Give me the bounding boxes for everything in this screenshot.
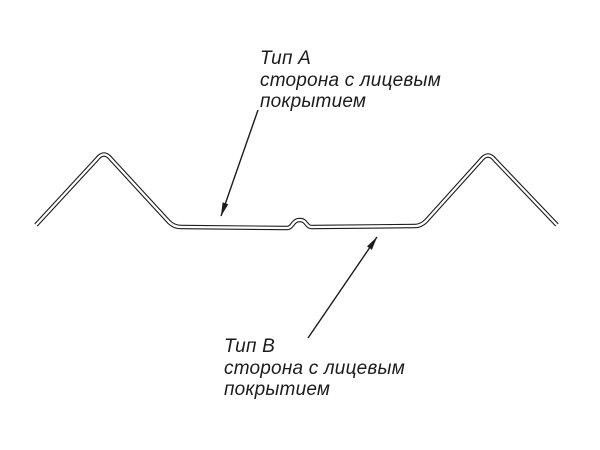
- type-a-title: Тип А: [260, 48, 311, 69]
- leader-line-type-b: [307, 236, 378, 339]
- sheet-profile-inner: [35, 153, 558, 230]
- type-a-desc-line1: сторона с лицевым: [260, 70, 441, 91]
- leader-line-type-a: [220, 109, 259, 217]
- type-b-desc-line2: покрытием: [224, 379, 331, 400]
- sheet-profile-outline: [34, 152, 559, 231]
- callout-type-a: Тип А сторона с лицевым покрытием: [260, 48, 441, 112]
- type-b-title: Тип В: [224, 336, 275, 357]
- callout-type-b: Тип В сторона с лицевым покрытием: [224, 336, 405, 400]
- type-b-desc-line1: сторона с лицевым: [224, 358, 405, 379]
- type-a-desc-line2: покрытием: [260, 91, 367, 112]
